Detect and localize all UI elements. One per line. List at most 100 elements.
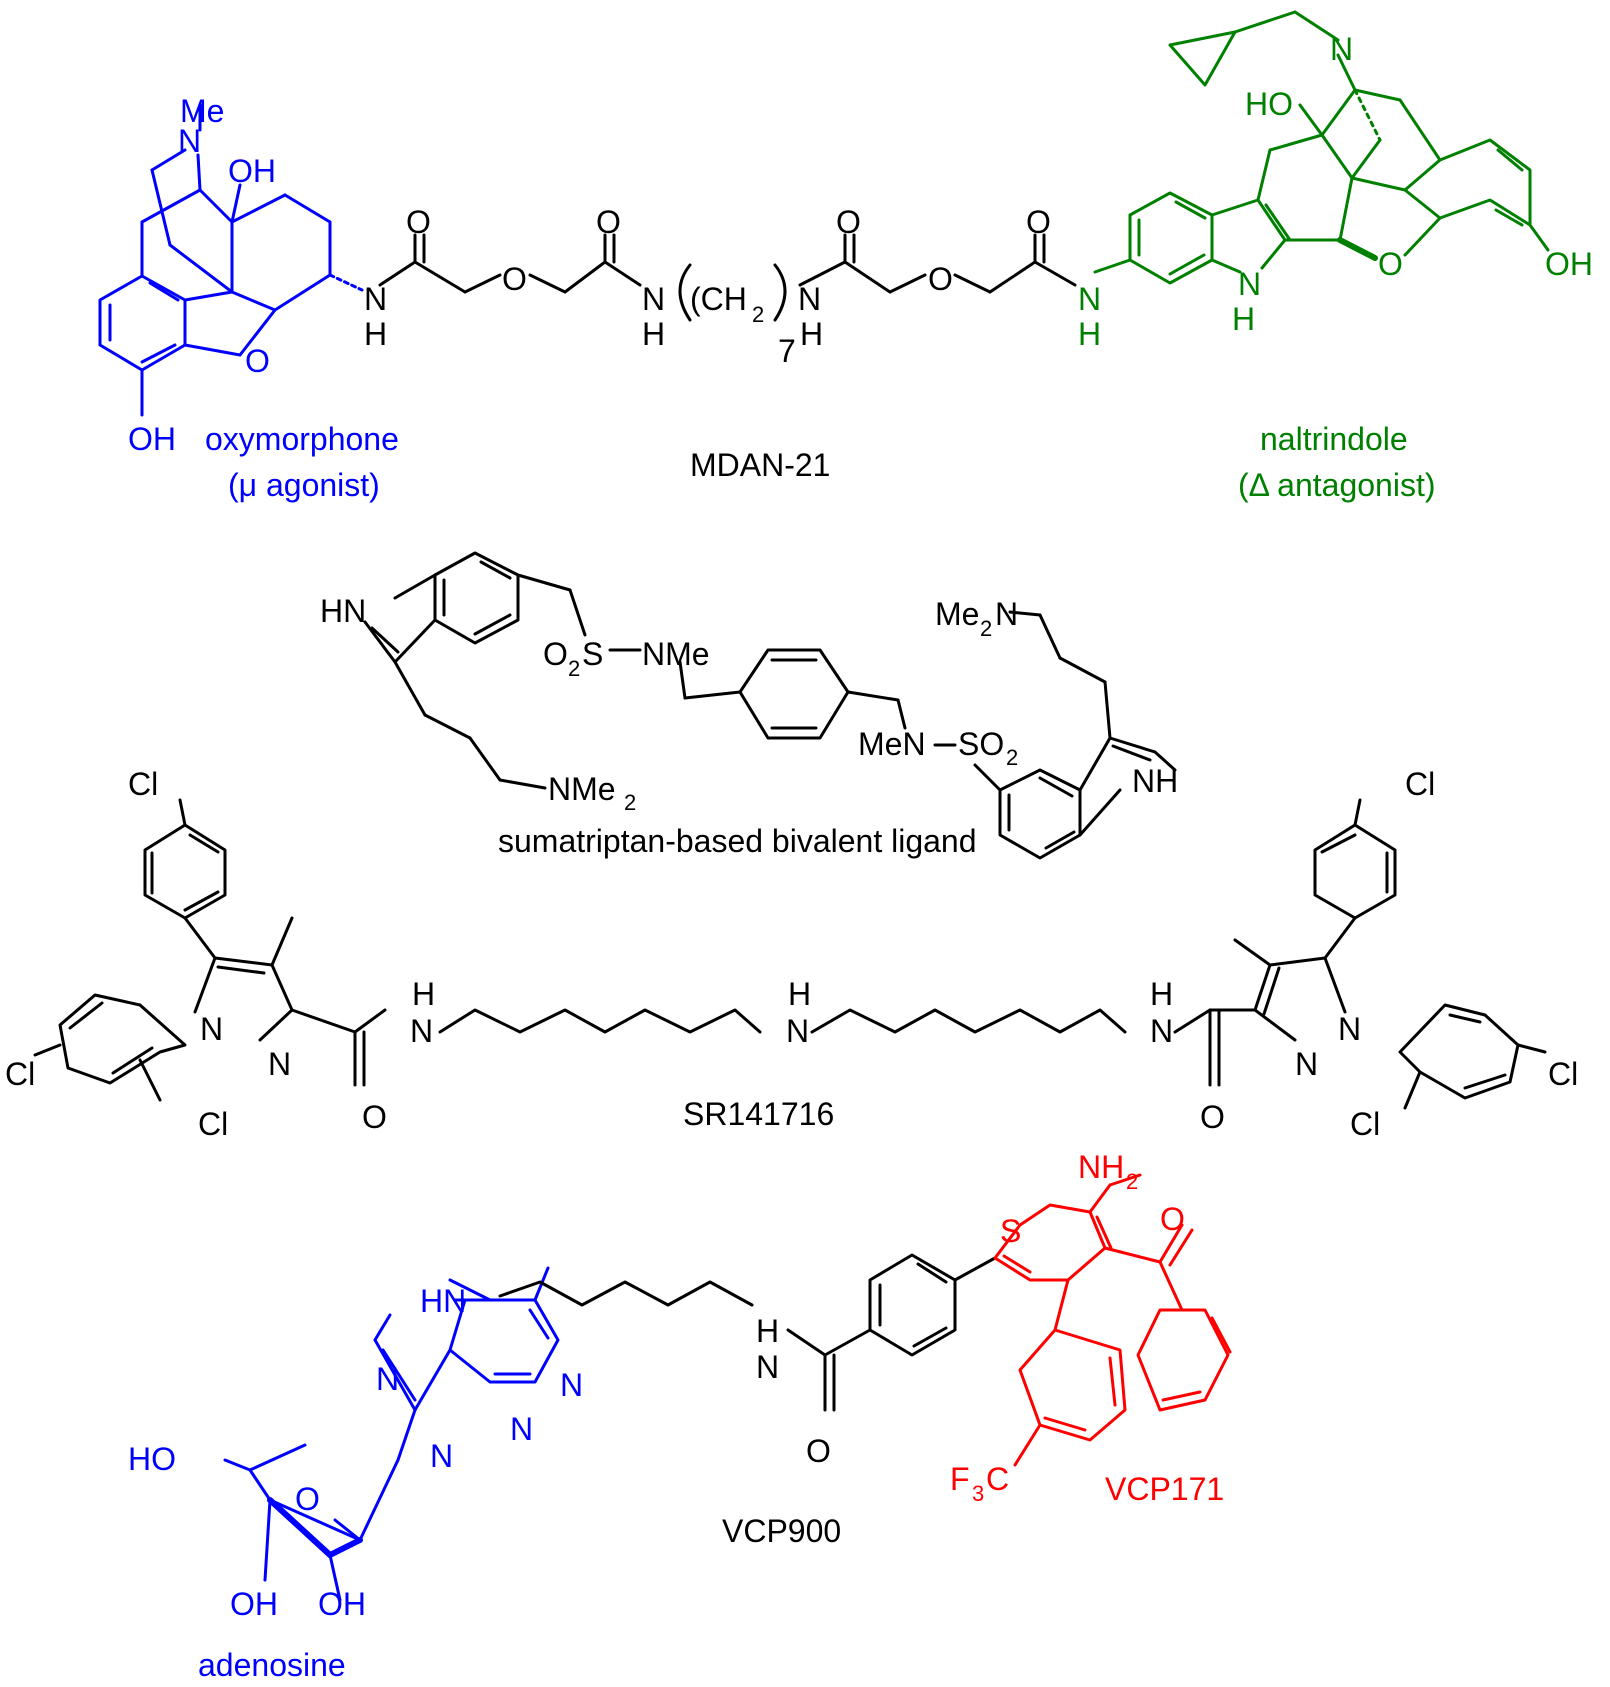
label-oxymorphone: oxymorphone — [205, 421, 399, 457]
atom-oh-oxy-ring: OH — [128, 421, 176, 457]
atom-o-3: O — [596, 204, 621, 240]
atom-h-indole: H — [1232, 301, 1255, 337]
atom-cl-5: Cl — [1548, 1056, 1578, 1092]
atom-oh-oxy: OH — [228, 153, 276, 189]
atom-o-6: O — [1026, 204, 1051, 240]
oxymorphone-structure — [98, 103, 364, 417]
atom-h-sr-1: H — [412, 976, 435, 1012]
atom-n-ade-1: N — [376, 1361, 399, 1397]
mdan21-linker — [378, 233, 1077, 322]
atom-o2s-s: S — [582, 636, 603, 672]
label-delta-antagonist: (Δ antagonist) — [1238, 467, 1435, 503]
atom-cl-1: Cl — [128, 766, 158, 802]
atom-oh-nal: OH — [1545, 246, 1593, 282]
atom-hn-ade: HN — [420, 1283, 466, 1319]
vcp171-structure — [993, 1173, 1232, 1467]
adenosine-structure — [223, 1266, 560, 1602]
atom-n-3: N — [798, 281, 821, 317]
sumatriptan-ligand-structure — [363, 551, 1177, 860]
atom-o2s-sub: 2 — [568, 656, 580, 681]
atom-nh-suma: NH — [1132, 763, 1178, 799]
atom-me2n: Me — [935, 596, 979, 632]
atom-f3c-sub: 3 — [972, 1481, 984, 1506]
atom-ch2-sub7: 7 — [778, 333, 796, 369]
atom-cl-4: Cl — [1405, 766, 1435, 802]
atom-n-oxy: N — [178, 123, 201, 159]
label-sumatriptan: sumatriptan-based bivalent ligand — [498, 823, 977, 859]
label-mu-agonist: (μ agonist) — [228, 467, 380, 503]
atom-n-sr-2: N — [268, 1046, 291, 1082]
atom-nme-suma: NMe — [642, 636, 710, 672]
atom-nh2-sub: 2 — [1126, 1169, 1138, 1194]
atom-cl-3: Cl — [198, 1106, 228, 1142]
atom-h-2: H — [642, 316, 665, 352]
atom-n-ade-3: N — [510, 1411, 533, 1447]
atom-n-sr-4: N — [786, 1013, 809, 1049]
atom-me-oxy: Me — [180, 93, 224, 129]
atom-n-2: N — [642, 281, 665, 317]
atom-h-3: H — [800, 316, 823, 352]
atom-n-sr-3: N — [410, 1013, 433, 1049]
label-vcp900: VCP900 — [722, 1513, 841, 1549]
atom-o-4: O — [836, 204, 861, 240]
atom-labels: Me N OH O OH N H O O O N H (CH 2 7 N H O… — [5, 31, 1593, 1622]
label-mdan21: MDAN-21 — [690, 447, 830, 483]
atom-n-vcp: N — [756, 1349, 779, 1385]
label-sr141716: SR141716 — [683, 1096, 834, 1132]
atom-nh2-thiophene: NH — [1078, 1149, 1124, 1185]
atom-oh-ribose-2: OH — [318, 1586, 366, 1622]
captions: oxymorphone (μ agonist) MDAN-21 naltrind… — [198, 421, 1435, 1683]
atom-hn-suma: HN — [320, 593, 366, 629]
atom-n-sr-5: N — [1150, 1013, 1173, 1049]
atom-h-sr-2: H — [788, 976, 811, 1012]
atom-s-thiophene: S — [1000, 1213, 1021, 1249]
atom-n-nal: N — [1078, 281, 1101, 317]
label-adenosine: adenosine — [198, 1647, 346, 1683]
atom-n-sr-1: N — [200, 1011, 223, 1047]
atom-nme2-sub: 2 — [624, 790, 636, 815]
atom-n-nal-top: N — [1330, 31, 1353, 67]
atom-me2n-sub: 2 — [980, 616, 992, 641]
vcp900-linker — [498, 1253, 997, 1412]
atom-n-ade-4: N — [430, 1438, 453, 1474]
atom-o-5: O — [928, 261, 953, 297]
atom-o-oxy: O — [245, 343, 270, 379]
atom-ch2-sub: 2 — [752, 302, 764, 327]
atom-ch2: (CH — [690, 281, 747, 317]
atom-f3c-f: F — [950, 1461, 970, 1497]
atom-n-1: N — [364, 281, 387, 317]
atom-h-sr-3: H — [1150, 976, 1173, 1012]
atom-cl-2: Cl — [5, 1056, 35, 1092]
atom-ho-nal: HO — [1245, 86, 1293, 122]
atom-o-ribose: O — [295, 1481, 320, 1517]
atom-so2-suma: SO — [958, 726, 1004, 762]
atom-oh-ribose-1: OH — [230, 1586, 278, 1622]
naltrindole-structure — [1093, 10, 1550, 285]
atom-cl-6: Cl — [1350, 1106, 1380, 1142]
atom-nme2-suma: NMe — [548, 771, 616, 807]
atom-h-nal: H — [1078, 316, 1101, 352]
atom-n-indole: N — [1238, 266, 1261, 302]
atom-n-sr-6: N — [1295, 1046, 1318, 1082]
atom-o-1: O — [406, 204, 431, 240]
atom-o2s-o: O — [543, 636, 568, 672]
atom-so2-sub: 2 — [1006, 745, 1018, 770]
label-naltrindole: naltrindole — [1260, 421, 1408, 457]
atom-o-vcp171: O — [1160, 1201, 1185, 1237]
atom-n-ade-2: N — [560, 1367, 583, 1403]
atom-o-sr-2: O — [1200, 1099, 1225, 1135]
atom-o-2: O — [502, 261, 527, 297]
label-vcp171: VCP171 — [1105, 1471, 1224, 1507]
sr141716-structure — [33, 798, 1547, 1110]
atom-o-vcp: O — [806, 1433, 831, 1469]
atom-o-sr-1: O — [362, 1099, 387, 1135]
atom-h-1: H — [364, 316, 387, 352]
atom-ho-ribose: HO — [128, 1441, 176, 1477]
atom-f3c-c: C — [986, 1461, 1009, 1497]
atom-men-suma: MeN — [858, 726, 926, 762]
atom-h-vcp: H — [756, 1313, 779, 1349]
atom-me2n-n: N — [995, 596, 1018, 632]
atom-o-nal: O — [1378, 246, 1403, 282]
atom-n-sr-7: N — [1338, 1011, 1361, 1047]
